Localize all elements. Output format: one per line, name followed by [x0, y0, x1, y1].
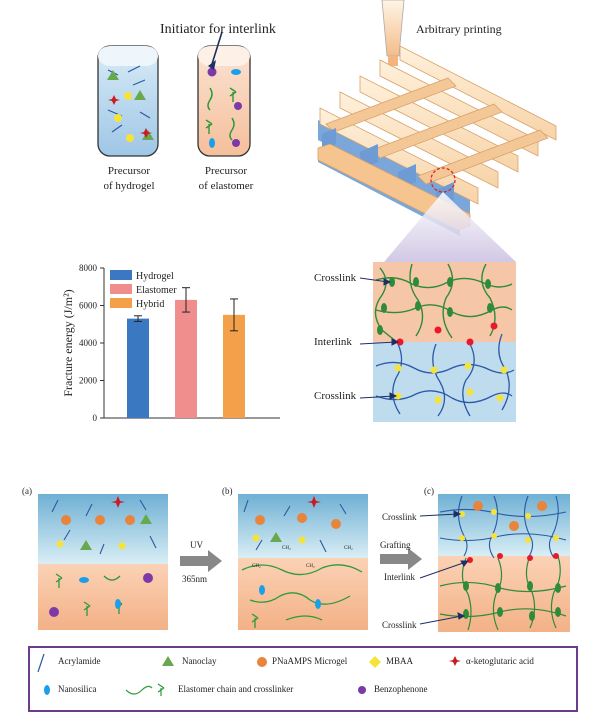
printing-scaffold	[317, 0, 557, 262]
legend-nanoclay: Nanoclay	[182, 656, 217, 666]
ch2-label-2: CH₂	[344, 546, 353, 551]
legend-benzophenone: Benzophenone	[374, 684, 428, 694]
panel-c-label: (c)	[424, 486, 434, 496]
acrylamide-icon	[37, 653, 45, 673]
precursor-hydrogel-line1: Precursor	[107, 165, 151, 177]
legend-box	[28, 646, 578, 712]
legend-acrylamide: Acrylamide	[58, 656, 101, 666]
y-tick-label: 8000	[79, 263, 98, 273]
panel-c	[419, 494, 570, 632]
precursor-hydrogel-line2: of hydrogel	[103, 180, 155, 192]
precursor-hydrogel-label: Precursor of hydrogel	[96, 164, 162, 194]
legend-swatch-elastomer	[110, 284, 132, 294]
legend-swatch-hydrogel	[110, 270, 132, 280]
legend-nanosilica: Nanosilica	[58, 684, 97, 694]
elastomer-vial	[197, 31, 251, 157]
ch2-label-3: CH₂	[252, 564, 261, 569]
crosslink-top-label: Crosslink	[314, 272, 357, 284]
initiator-label: Initiator for interlink	[160, 22, 276, 37]
y-tick-label: 4000	[79, 338, 98, 348]
grafting-arrow	[380, 548, 422, 570]
y-tick-label: 2000	[79, 376, 98, 386]
microgel-icon	[257, 657, 267, 667]
precursor-elastomer-label: Precursor of elastomer	[186, 164, 266, 194]
y-tick-label: 0	[93, 413, 98, 423]
network-panel	[359, 262, 516, 422]
interlink-label: Interlink	[314, 336, 352, 348]
ketoglutaric-icon	[449, 656, 461, 666]
mbaa-icon	[369, 656, 381, 668]
legend-swatch-hybrid	[110, 298, 132, 308]
panel-a-label: (a)	[22, 486, 32, 496]
c-crosslink-bottom-label: Crosslink	[382, 620, 417, 630]
grafting-label: Grafting	[380, 540, 411, 550]
bar-hybrid	[223, 314, 245, 418]
legend-icons	[37, 653, 461, 696]
bar-hydrogel	[127, 318, 149, 418]
ch2-label-1: CH₂	[282, 546, 291, 551]
crosslinker-icon	[157, 683, 165, 696]
precursor-elastomer-line1: Precursor	[204, 165, 248, 177]
nanosilica-icon	[44, 685, 50, 695]
elastomer-chain-icon	[125, 685, 153, 695]
y-tick-label: 6000	[79, 301, 98, 311]
c-interlink-label: Interlink	[384, 572, 415, 582]
hydrogel-vial	[97, 45, 159, 157]
c-crosslink-top-label: Crosslink	[382, 512, 417, 522]
benzophenone-icon	[358, 686, 366, 694]
panel-b-label: (b)	[222, 486, 233, 496]
legend-label-hybrid: Hybrid	[136, 299, 164, 310]
y-axis-label: Fracture energy (J/m²)	[61, 289, 75, 396]
arbitrary-printing-label: Arbitrary printing	[416, 22, 502, 36]
uv-arrow	[180, 550, 222, 572]
uv-label: UV	[190, 540, 203, 550]
nanoclay-icon	[162, 656, 174, 666]
legend-ketoglutaric: α-ketoglutaric acid	[466, 656, 534, 666]
legend-label-hydrogel: Hydrogel	[136, 271, 174, 282]
uv-wavelength-label: 365nm	[182, 574, 208, 584]
crosslink-bottom-label: Crosslink	[314, 390, 357, 402]
bar-elastomer	[175, 299, 197, 418]
panel-a	[38, 494, 168, 630]
precursor-elastomer-line2: of elastomer	[198, 180, 254, 192]
ch2-label-4: CH₂	[306, 564, 315, 569]
legend-microgel: PNaAMPS Microgel	[272, 656, 348, 666]
legend-label-elastomer: Elastomer	[136, 285, 177, 296]
legend-elastomer-chain: Elastomer chain and crosslinker	[178, 684, 294, 694]
legend-mbaa: MBAA	[386, 656, 414, 666]
panel-b	[238, 494, 368, 630]
